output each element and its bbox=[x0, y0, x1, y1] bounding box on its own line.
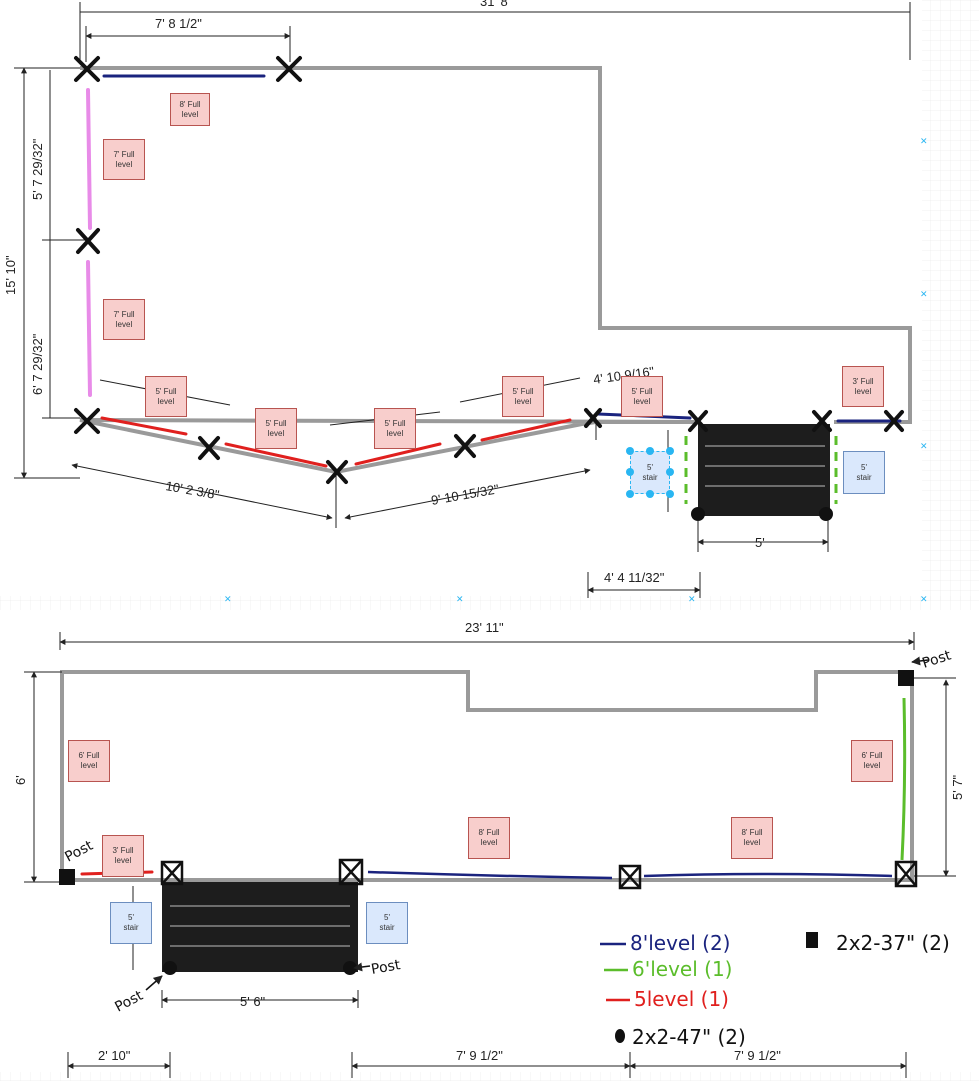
dim-top-partial: 31' 8" bbox=[480, 0, 513, 9]
label-stair-bottom-left[interactable]: 5' stair bbox=[110, 902, 152, 944]
mark-8ft-bottom-a bbox=[367, 870, 613, 880]
post-note-left: Post bbox=[62, 837, 96, 865]
dim-left-upper: 5' 7 29/32" bbox=[30, 138, 45, 200]
label-5ft-d[interactable]: 5' Full level bbox=[502, 376, 544, 417]
connection-point-icon[interactable]: ✕ bbox=[920, 290, 928, 300]
label-stair-bottom-right[interactable]: 5' stair bbox=[366, 902, 408, 944]
label-8ft-bottom-b[interactable]: 8' Full level bbox=[731, 817, 773, 859]
square-post-right bbox=[898, 670, 914, 686]
resize-handle[interactable] bbox=[646, 447, 654, 455]
dim-bottom-a: 2' 10" bbox=[98, 1048, 131, 1063]
dim-bottom-stair-width: 5' 6" bbox=[240, 994, 266, 1009]
resize-handle[interactable] bbox=[626, 468, 634, 476]
bottom-post-boxes bbox=[160, 858, 918, 890]
legend-red: 5level (1) bbox=[634, 987, 729, 1011]
label-8ft-bottom-a[interactable]: 8' Full level bbox=[468, 817, 510, 859]
resize-handle[interactable] bbox=[646, 490, 654, 498]
resize-handle[interactable] bbox=[626, 447, 634, 455]
legend: 8'level (2) 6'level (1) 5level (1) 2x2-4… bbox=[600, 931, 950, 1049]
dim-top-stair-width: 5' bbox=[755, 535, 765, 550]
label-3ft-bottom[interactable]: 3' Full level bbox=[102, 835, 144, 877]
connection-point-icon[interactable]: ✕ bbox=[920, 442, 928, 452]
legend-square-post: 2x2-37" (2) bbox=[836, 931, 950, 955]
dim-left-height: 6' bbox=[13, 775, 28, 785]
top-post-marks bbox=[74, 56, 904, 484]
post-note-stair-right: Post bbox=[370, 957, 402, 978]
legend-blue: 8'level (2) bbox=[630, 931, 730, 955]
dim-left-lower: 6' 7 29/32" bbox=[30, 333, 45, 395]
legend-green: 6'level (1) bbox=[632, 957, 732, 981]
resize-handle[interactable] bbox=[666, 490, 674, 498]
mark-5ft-a bbox=[100, 416, 188, 436]
label-stair-selected[interactable]: 5' stair bbox=[630, 451, 670, 494]
label-stair-right[interactable]: 5' stair bbox=[843, 451, 885, 494]
dim-overall-width: 23' 11" bbox=[465, 620, 504, 635]
label-8ft-top[interactable]: 8' Full level bbox=[170, 93, 210, 126]
mark-5ft-b bbox=[224, 442, 328, 468]
resize-handle[interactable] bbox=[666, 468, 674, 476]
mark-5ft-d bbox=[480, 418, 572, 442]
dim-right-height: 5' 7" bbox=[950, 774, 965, 800]
dim-bottom-c: 7' 9 1/2" bbox=[734, 1048, 781, 1063]
dim-bottom-left: 10' 2 3/8" bbox=[164, 478, 220, 502]
grid-strip-right bbox=[922, 0, 979, 600]
bottom-plan: 23' 11" 6' 5' 7" 5' 6" 2' 10" 7' 9 1/2" … bbox=[13, 620, 965, 1078]
top-stair-block bbox=[698, 424, 830, 516]
mark-6ft-right bbox=[900, 697, 907, 861]
label-5ft-a[interactable]: 5' Full level bbox=[145, 376, 187, 417]
dim-bottom-mid: 9' 10 15/32" bbox=[430, 481, 500, 508]
square-post-left bbox=[59, 869, 75, 885]
post-note-stair-left: Post bbox=[112, 987, 146, 1015]
mark-5ft-c bbox=[354, 442, 442, 466]
dim-top-left-span: 7' 8 1/2" bbox=[155, 16, 202, 31]
dim-height-total: 15' 10" bbox=[3, 255, 18, 295]
resize-handle[interactable] bbox=[666, 447, 674, 455]
label-5ft-c[interactable]: 5' Full level bbox=[374, 408, 416, 449]
label-7ft-upper[interactable]: 7' Full level bbox=[103, 139, 145, 180]
label-3ft-right[interactable]: 3' Full level bbox=[842, 366, 884, 407]
label-5ft-e[interactable]: 5' Full level bbox=[621, 376, 663, 417]
mark-8ft-bottom-b bbox=[643, 872, 893, 878]
dim-bottom-b: 7' 9 1/2" bbox=[456, 1048, 503, 1063]
label-6ft-right[interactable]: 6' Full level bbox=[851, 740, 893, 782]
connection-point-icon[interactable]: ✕ bbox=[688, 595, 696, 605]
label-7ft-lower[interactable]: 7' Full level bbox=[103, 299, 145, 340]
connection-point-icon[interactable]: ✕ bbox=[224, 595, 232, 605]
connection-point-icon[interactable]: ✕ bbox=[920, 595, 928, 605]
mark-7ft-upper bbox=[86, 88, 92, 230]
connection-point-icon[interactable]: ✕ bbox=[920, 137, 928, 147]
label-5ft-b[interactable]: 5' Full level bbox=[255, 408, 297, 449]
top-deck-outline bbox=[79, 66, 912, 475]
label-6ft-left[interactable]: 6' Full level bbox=[68, 740, 110, 782]
dim-top-stair-offset: 4' 4 11/32" bbox=[604, 570, 665, 585]
grid-strip-divider bbox=[0, 596, 979, 610]
connection-point-icon[interactable]: ✕ bbox=[456, 595, 464, 605]
mark-7ft-lower bbox=[86, 260, 92, 397]
grid-strip-bottom bbox=[0, 1072, 979, 1081]
resize-handle[interactable] bbox=[626, 490, 634, 498]
bottom-stair-block bbox=[162, 882, 358, 972]
legend-round-post: 2x2-47" (2) bbox=[632, 1025, 746, 1049]
